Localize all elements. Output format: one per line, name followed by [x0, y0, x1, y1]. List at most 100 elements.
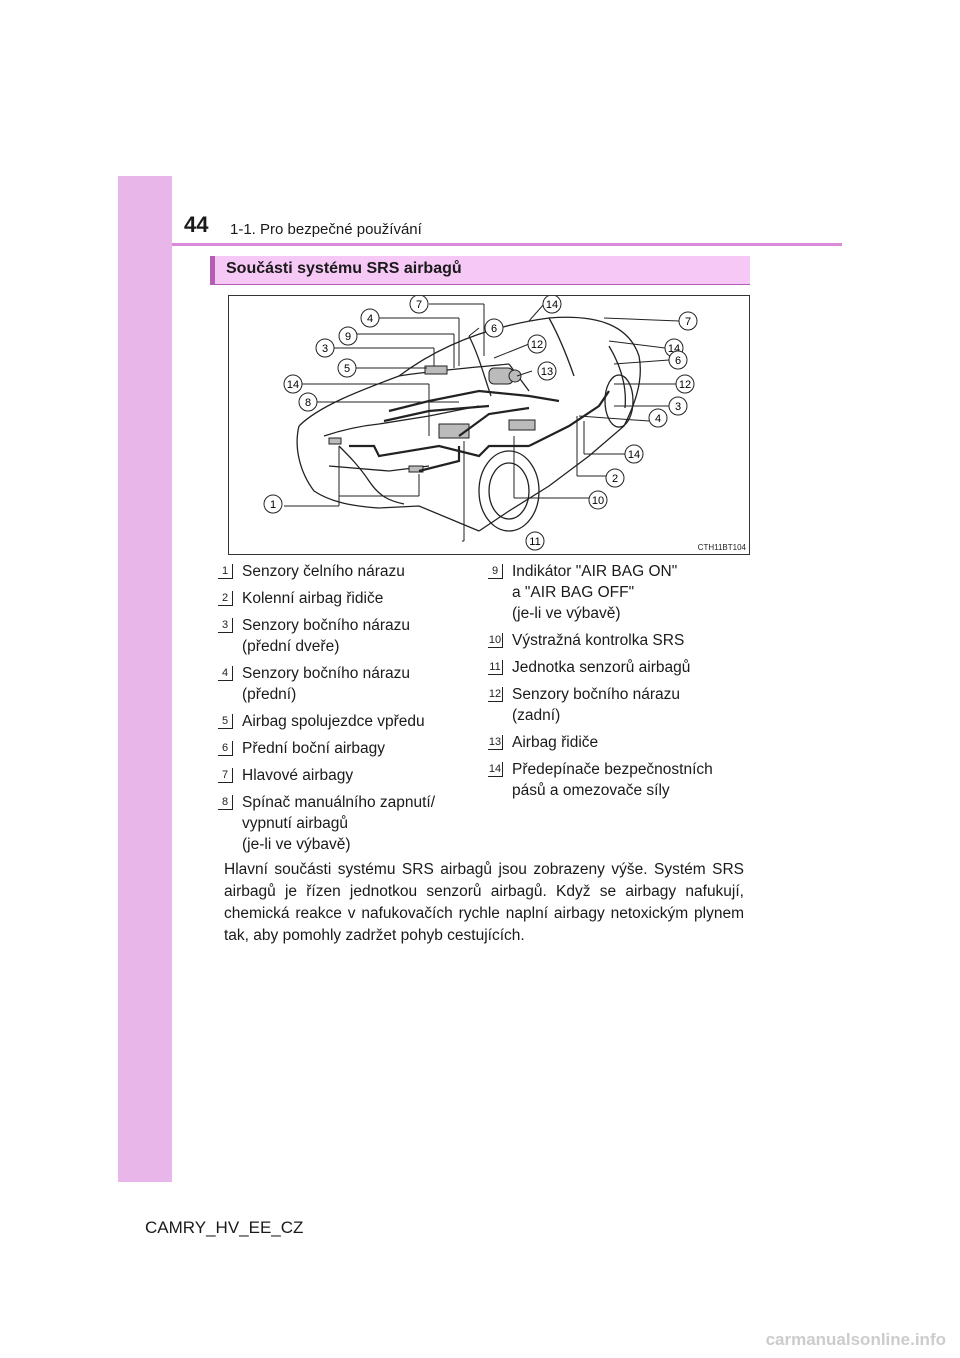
- legend-text: Senzory čelního nárazu: [242, 563, 405, 580]
- callout-14-top: 14: [543, 296, 561, 313]
- legend-item: 12 Senzory bočního nárazu (zadní): [488, 684, 750, 726]
- callout-label: 11: [529, 536, 540, 548]
- section-title: Součásti systému SRS airbagů: [226, 260, 462, 278]
- legend-number: 14: [488, 762, 503, 777]
- legend-text: Jednotka senzorů airbagů: [512, 659, 690, 676]
- callout-label: 10: [592, 495, 604, 507]
- callout-label: 5: [344, 363, 350, 375]
- body-paragraph: Hlavní součásti systému SRS airbagů jsou…: [224, 859, 744, 947]
- legend-number: 5: [218, 714, 233, 729]
- legend-text: Senzory bočního nárazu (přední dveře): [242, 617, 410, 655]
- legend-number: 11: [488, 660, 503, 675]
- legend-item: 5 Airbag spolujezdce vpředu: [218, 711, 463, 732]
- callout-label: 7: [416, 299, 422, 311]
- legend-item: 2 Kolenní airbag řidiče: [218, 588, 463, 609]
- airbag-diagram: 7 14 4 6 9 3 12 5 13 14 8 7 14 6 12 3 4 …: [228, 295, 750, 555]
- legend-text: Předepínače bezpečnostních pásů a omezov…: [512, 761, 713, 799]
- legend-number: 3: [218, 618, 233, 633]
- legend-right-column: 9 Indikátor "AIR BAG ON" a "AIR BAG OFF" …: [488, 561, 750, 807]
- legend-number: 9: [488, 564, 503, 579]
- callout-label: 12: [679, 379, 691, 391]
- legend-text: Kolenní airbag řidiče: [242, 590, 383, 607]
- callout-14-left: 14: [284, 375, 302, 393]
- legend-item: 10 Výstražná kontrolka SRS: [488, 630, 750, 651]
- legend-item: 8 Spínač manuálního zapnutí/ vypnutí airb…: [218, 792, 463, 855]
- callout-label: 8: [305, 397, 311, 409]
- callout-10: 10: [589, 491, 607, 509]
- legend-item: 4 Senzory bočního nárazu (přední): [218, 663, 463, 705]
- legend-left-column: 1 Senzory čelního nárazu 2 Kolenní airbag …: [218, 561, 463, 861]
- legend-text: Výstražná kontrolka SRS: [512, 632, 684, 649]
- callout-label: 1: [270, 499, 276, 511]
- callout-label: 14: [287, 379, 299, 391]
- legend-item: 13 Airbag řidiče: [488, 732, 750, 753]
- callout-label: 2: [612, 473, 618, 485]
- callout-11: 11: [526, 532, 544, 550]
- legend-text: Přední boční airbagy: [242, 740, 385, 757]
- callout-label: 13: [541, 366, 553, 378]
- callout-label: 9: [345, 331, 351, 343]
- callout-6-right: 6: [669, 351, 687, 369]
- callout-8: 8: [299, 393, 317, 411]
- figure-code: CTH11BT104: [698, 543, 746, 552]
- callout-label: 14: [546, 299, 558, 311]
- callout-label: 6: [491, 323, 497, 335]
- legend-item: 11 Jednotka senzorů airbagů: [488, 657, 750, 678]
- legend-text: Senzory bočního nárazu (přední): [242, 665, 410, 703]
- callout-label: 3: [322, 343, 328, 355]
- callout-3-left: 3: [316, 339, 334, 357]
- callout-7-right: 7: [679, 312, 697, 330]
- callout-label: 14: [628, 449, 640, 461]
- section-heading-band: Součásti systému SRS airbagů: [210, 256, 750, 285]
- legend-item: 14 Předepínače bezpečnostních pásů a omez…: [488, 759, 750, 801]
- footer-code: CAMRY_HV_EE_CZ: [145, 1218, 303, 1238]
- legend-item: 9 Indikátor "AIR BAG ON" a "AIR BAG OFF" …: [488, 561, 750, 624]
- legend-text: Airbag spolujezdce vpředu: [242, 713, 425, 730]
- callout-4-left: 4: [361, 309, 379, 327]
- legend-number: 6: [218, 741, 233, 756]
- section-marker: [210, 256, 215, 284]
- component-boxes: [329, 366, 535, 472]
- callout-5: 5: [338, 359, 356, 377]
- legend-item: 3 Senzory bočního nárazu (přední dveře): [218, 615, 463, 657]
- legend-text: Senzory bočního nárazu (zadní): [512, 686, 680, 724]
- legend-number: 10: [488, 633, 503, 648]
- side-tab-bar: [118, 176, 172, 1182]
- callout-14-bottom: 14: [625, 445, 643, 463]
- callout-9: 9: [339, 327, 357, 345]
- watermark: carmanualsonline.info: [766, 1330, 946, 1350]
- header-rule: [172, 243, 842, 246]
- legend-item: 7 Hlavové airbagy: [218, 765, 463, 786]
- callout-3-right: 3: [669, 397, 687, 415]
- legend-number: 1: [218, 564, 233, 579]
- legend-item: 1 Senzory čelního nárazu: [218, 561, 463, 582]
- legend-number: 4: [218, 666, 233, 681]
- callout-7-top: 7: [410, 296, 428, 313]
- callout-label: 12: [531, 339, 543, 351]
- legend-number: 13: [488, 735, 503, 750]
- page-number: 44: [184, 212, 208, 238]
- legend-number: 2: [218, 591, 233, 606]
- callout-6-center: 6: [485, 319, 503, 337]
- legend-text: Spínač manuálního zapnutí/ vypnutí airba…: [242, 794, 435, 853]
- chapter-title: 1-1. Pro bezpečné používání: [230, 221, 422, 238]
- callout-label: 4: [367, 313, 373, 325]
- callout-12-right: 12: [676, 375, 694, 393]
- callout-1: 1: [264, 495, 282, 513]
- legend-number: 8: [218, 795, 233, 810]
- wiring-harness: [349, 391, 609, 471]
- callout-13: 13: [538, 362, 556, 380]
- callout-label: 6: [675, 355, 681, 367]
- callout-label: 4: [655, 413, 661, 425]
- callout-label: 3: [675, 401, 681, 413]
- legend-text: Airbag řidiče: [512, 734, 598, 751]
- legend-item: 6 Přední boční airbagy: [218, 738, 463, 759]
- callout-4-right: 4: [649, 409, 667, 427]
- callout-label: 7: [685, 316, 691, 328]
- legend-number: 7: [218, 768, 233, 783]
- car-illustration: 7 14 4 6 9 3 12 5 13 14 8 7 14 6 12 3 4 …: [229, 296, 749, 554]
- legend-text: Hlavové airbagy: [242, 767, 353, 784]
- legend-number: 12: [488, 687, 503, 702]
- callout-2: 2: [606, 469, 624, 487]
- legend-text: Indikátor "AIR BAG ON" a "AIR BAG OFF" (…: [512, 563, 677, 622]
